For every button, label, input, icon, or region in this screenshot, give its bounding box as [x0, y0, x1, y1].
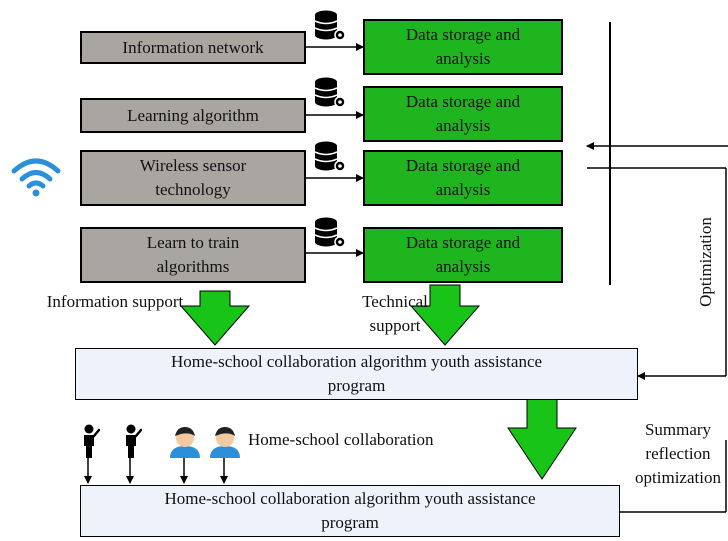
person-icon: [84, 424, 100, 458]
optimization-label: Optimization: [696, 217, 715, 307]
storage-box-2: Data storage and analysis: [363, 86, 563, 142]
storage-box-1: Data storage and analysis: [363, 19, 563, 75]
database-gear-icon: [314, 77, 346, 108]
program-box-top: Home-school collaboration algorithm yout…: [75, 348, 638, 400]
input-box-information-network: Information network: [80, 31, 306, 64]
big-arrow-technical: [409, 284, 481, 346]
input-box-learning-algorithm: Learning algorithm: [80, 98, 306, 133]
summary-reflection-label: Summary reflection optimization: [635, 420, 721, 487]
database-gear-icon: [314, 217, 346, 248]
information-support-label: Information support: [46, 292, 184, 311]
big-arrow-summary: [507, 395, 577, 480]
wifi-icon: [11, 158, 61, 197]
student-avatar-icon: [170, 427, 200, 458]
student-avatar-icon: [210, 427, 240, 458]
home-school-collaboration-label: Home-school collaboration: [248, 430, 434, 449]
database-gear-icon: [314, 10, 346, 41]
technical-support-label: Technical support: [362, 292, 428, 335]
program-box-bottom: Home-school collaboration algorithm yout…: [80, 485, 620, 537]
database-gear-icon: [314, 141, 346, 172]
input-box-wireless-sensor: Wireless sensor technology: [80, 150, 306, 206]
storage-box-4: Data storage and analysis: [363, 227, 563, 283]
input-box-learn-to-train: Learn to train algorithms: [80, 227, 306, 283]
storage-box-3: Data storage and analysis: [363, 150, 563, 206]
person-icon: [126, 424, 142, 458]
big-arrow-information: [179, 290, 251, 346]
